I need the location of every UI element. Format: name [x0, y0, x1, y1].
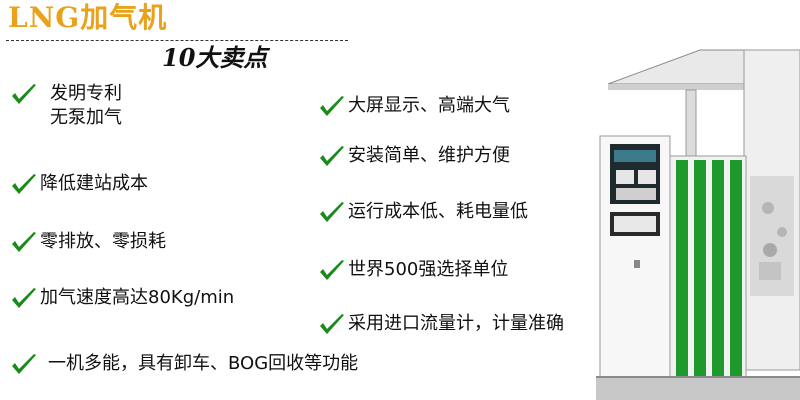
feature-item-flow: 采用进口流量计，计量准确 [318, 312, 564, 338]
feature-line: 降低建站成本 [40, 173, 148, 194]
title-divider [6, 40, 348, 41]
checkmark-icon [10, 230, 40, 256]
feature-item-emission: 零排放、零损耗 [10, 230, 166, 256]
checkmark-icon [10, 286, 40, 312]
page-subtitle: 10大卖点 [162, 43, 268, 72]
feature-text: 降低建站成本 [40, 172, 148, 196]
checkmark-icon [10, 352, 40, 378]
feature-text: 世界500强选择单位 [348, 258, 508, 282]
feature-line: 无泵加气 [50, 107, 122, 128]
feature-text: 运行成本低、耗电量低 [348, 200, 528, 224]
feature-item-cost: 降低建站成本 [10, 172, 148, 198]
feature-text: 一机多能，具有卸车、BOG回收等功能 [48, 352, 358, 376]
feature-line: 运行成本低、耗电量低 [348, 201, 528, 222]
lng-dispenser-illustration [594, 36, 800, 400]
feature-item-screen: 大屏显示、高端大气 [318, 94, 510, 120]
checkmark-icon [318, 312, 348, 338]
feature-item-speed: 加气速度高达80Kg/min [10, 286, 234, 312]
checkmark-icon [318, 94, 348, 120]
feature-line: 大屏显示、高端大气 [348, 95, 510, 116]
page-title: LNG加气机 [8, 1, 168, 34]
feature-line: 世界500强选择单位 [348, 259, 509, 280]
feature-text: 大屏显示、高端大气 [348, 94, 510, 118]
feature-text: 加气速度高达80Kg/min [40, 286, 234, 310]
feature-item-fortune: 世界500强选择单位 [318, 258, 508, 284]
feature-line: 发明专利 [50, 83, 122, 104]
feature-item-patent: 发明专利 无泵加气 [10, 82, 122, 130]
feature-line: 一机多能，具有卸车、BOG回收等功能 [48, 353, 359, 374]
feature-item-running: 运行成本低、耗电量低 [318, 200, 528, 226]
feature-line: 加气速度高达80Kg/min [40, 287, 235, 308]
feature-text: 零排放、零损耗 [40, 230, 166, 254]
checkmark-icon [318, 144, 348, 170]
feature-line: 零排放、零损耗 [40, 231, 166, 252]
checkmark-icon [10, 172, 40, 198]
feature-line: 采用进口流量计，计量准确 [348, 313, 564, 334]
feature-item-install: 安装简单、维护方便 [318, 144, 510, 170]
feature-item-multi: 一机多能，具有卸车、BOG回收等功能 [10, 352, 358, 378]
checkmark-icon [318, 258, 348, 284]
feature-text: 采用进口流量计，计量准确 [348, 312, 564, 336]
checkmark-icon [10, 82, 40, 108]
feature-line: 安装简单、维护方便 [348, 145, 510, 166]
checkmark-icon [318, 200, 348, 226]
feature-text: 安装简单、维护方便 [348, 144, 510, 168]
feature-text: 发明专利 无泵加气 [50, 82, 122, 130]
